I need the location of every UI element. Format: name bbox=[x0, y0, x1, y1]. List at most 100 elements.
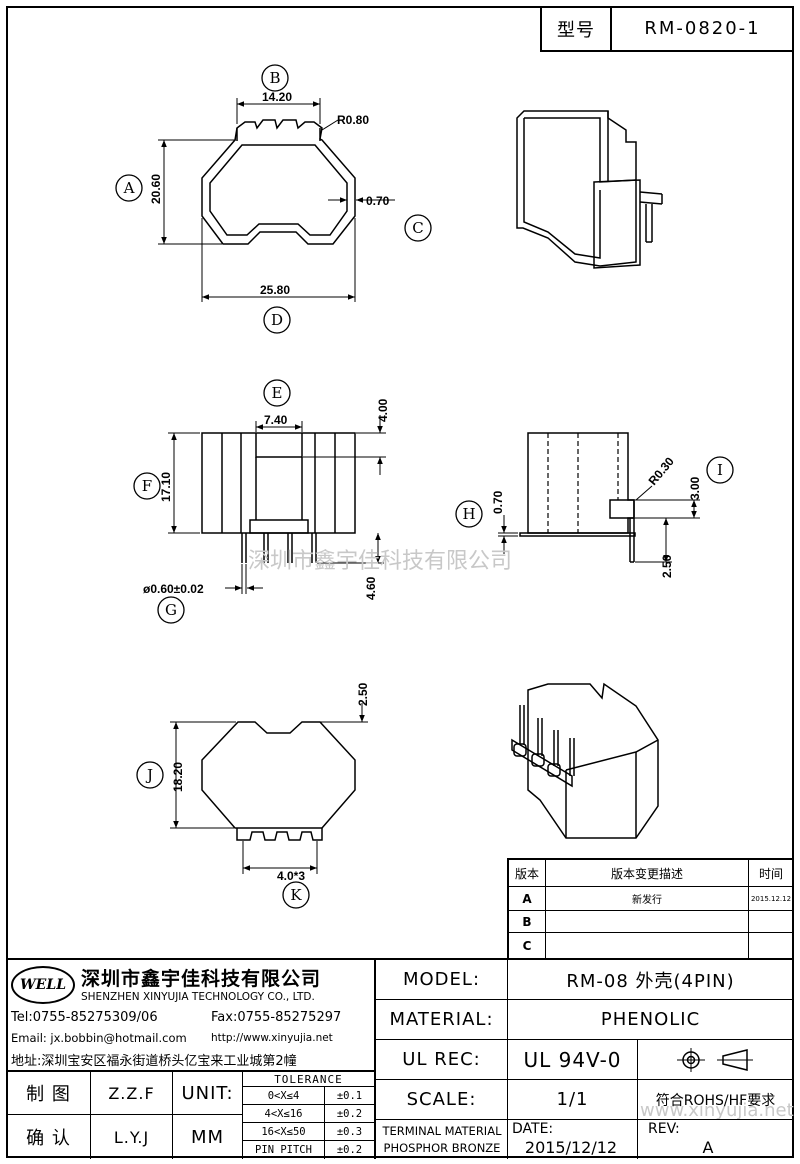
rev-header-desc: 版本变更描述 bbox=[546, 860, 749, 887]
top-view-dims bbox=[158, 98, 395, 302]
watermark-text: 深圳市鑫宇佳科技有限公司 bbox=[248, 549, 512, 574]
top-view bbox=[201, 119, 356, 245]
tolerance-value-3: ±0.3 bbox=[325, 1123, 374, 1141]
material-value: PHENOLIC bbox=[508, 1000, 793, 1040]
bottom-view bbox=[201, 721, 356, 841]
model-label: MODEL: bbox=[376, 960, 508, 1000]
terminal-material-value: PHOSPHOR BRONZE bbox=[383, 1140, 501, 1155]
third-angle-projection-icon bbox=[676, 1047, 753, 1072]
svg-text:2.50: 2.50 bbox=[660, 554, 674, 578]
svg-text:17.10: 17.10 bbox=[159, 472, 173, 502]
svg-text:4.0*3: 4.0*3 bbox=[277, 869, 305, 883]
callout-circles bbox=[115, 64, 734, 909]
svg-text:C: C bbox=[412, 219, 423, 237]
svg-text:J: J bbox=[145, 766, 153, 784]
draw-value: Z.Z.F bbox=[91, 1072, 173, 1115]
company-email[interactable]: Email: jx.bobbin@hotmail.com bbox=[11, 1031, 187, 1045]
svg-text:25.80: 25.80 bbox=[260, 283, 290, 297]
ulrec-value: UL 94V-0 bbox=[508, 1040, 638, 1080]
svg-text:18.20: 18.20 bbox=[171, 762, 185, 792]
svg-text:K: K bbox=[290, 886, 302, 904]
rev-row-c-desc bbox=[546, 933, 749, 958]
tolerance-range-4: PIN PITCH bbox=[243, 1141, 325, 1159]
side-view-dims bbox=[498, 485, 700, 563]
rev-row-b-rev: B bbox=[509, 911, 546, 933]
company-name-en: SHENZHEN XINYUJIA TECHNOLOGY CO., LTD. bbox=[81, 991, 315, 1003]
check-label: 确 认 bbox=[7, 1115, 91, 1159]
side-view-hidden bbox=[547, 433, 619, 533]
header-model-label: 型号 bbox=[542, 7, 612, 50]
tolerance-table: TOLERANCE 0<X≤4 ±0.1 4<X≤16 ±0.2 16<X≤50… bbox=[243, 1072, 376, 1159]
svg-text:2.50: 2.50 bbox=[356, 682, 370, 706]
header-model-number: RM-0820-1 bbox=[644, 18, 761, 39]
svg-text:E: E bbox=[272, 384, 283, 402]
rev-label: REV: bbox=[648, 1121, 680, 1137]
rev-row-a-desc: 新发行 bbox=[546, 887, 749, 911]
approval-block: 制 图 Z.Z.F 确 认 L.Y.J UNIT: MM TOLERANCE 0… bbox=[7, 1072, 376, 1159]
callout-A-top: B bbox=[269, 69, 280, 87]
company-name-cn: 深圳市鑫宇佳科技有限公司 bbox=[81, 967, 322, 990]
company-tel: Tel:0755-85275309/06 bbox=[11, 1009, 158, 1025]
rev-row-b-desc bbox=[546, 911, 749, 933]
company-logo: WELL bbox=[11, 966, 75, 1004]
svg-text:R0.30: R0.30 bbox=[646, 454, 678, 488]
terminal-material-label: TERMINAL MATERIAL bbox=[382, 1123, 502, 1138]
svg-text:H: H bbox=[462, 505, 475, 523]
model-value: RM-08 外壳(4PIN) bbox=[508, 960, 793, 1000]
svg-text:3.00: 3.00 bbox=[688, 476, 702, 500]
svg-text:R0.80: R0.80 bbox=[337, 113, 369, 127]
rev-row-b-date bbox=[749, 911, 793, 933]
tolerance-title: TOLERANCE bbox=[243, 1072, 374, 1087]
svg-text:4.60: 4.60 bbox=[364, 576, 378, 600]
rev-cell: REV: A bbox=[638, 1120, 793, 1159]
revision-table: 版本 版本变更描述 时间 A 新发行 2015.12.12 B C bbox=[507, 858, 793, 958]
tolerance-value-1: ±0.1 bbox=[325, 1087, 374, 1105]
drawing-frame bbox=[6, 6, 794, 1158]
svg-text:F: F bbox=[142, 477, 152, 495]
company-fax: Fax:0755-85275297 bbox=[211, 1009, 342, 1025]
rev-row-c-rev: C bbox=[509, 933, 546, 958]
unit-label: UNIT: bbox=[173, 1072, 243, 1115]
iso-view-top bbox=[516, 110, 663, 269]
front-view-dims bbox=[168, 415, 386, 594]
scale-value: 1/1 bbox=[508, 1080, 638, 1120]
tolerance-range-1: 0<X≤4 bbox=[243, 1087, 325, 1105]
tolerance-range-3: 16<X≤50 bbox=[243, 1123, 325, 1141]
tolerance-range-2: 4<X≤16 bbox=[243, 1105, 325, 1123]
rev-row-a-date: 2015.12.12 bbox=[749, 887, 793, 911]
company-address: 地址:深圳宝安区福永街道桥头亿宝来工业城第2幢 bbox=[11, 1053, 297, 1069]
date-label: DATE: bbox=[512, 1121, 554, 1137]
rev-header-version: 版本 bbox=[509, 860, 546, 887]
svg-text:14.20: 14.20 bbox=[262, 90, 292, 104]
svg-text:7.40: 7.40 bbox=[264, 413, 288, 427]
date-cell: DATE: 2015/12/12 bbox=[508, 1120, 638, 1159]
material-label: MATERIAL: bbox=[376, 1000, 508, 1040]
company-url[interactable]: http://www.xinyujia.net bbox=[211, 1032, 333, 1044]
scale-label: SCALE: bbox=[376, 1080, 508, 1120]
front-view bbox=[201, 432, 356, 563]
callout-letters: B A C D E F G H I J K bbox=[123, 69, 723, 904]
title-block: WELL 深圳市鑫宇佳科技有限公司 SHENZHEN XINYUJIA TECH… bbox=[7, 958, 793, 1159]
terminal-material-cell: TERMINAL MATERIAL PHOSPHOR BRONZE bbox=[376, 1120, 508, 1159]
bottom-view-dims bbox=[170, 703, 368, 874]
rev-value: A bbox=[702, 1137, 714, 1157]
date-value: 2015/12/12 bbox=[524, 1137, 618, 1157]
svg-text:I: I bbox=[717, 461, 723, 479]
svg-text:4.00: 4.00 bbox=[376, 398, 390, 422]
tolerance-value-2: ±0.2 bbox=[325, 1105, 374, 1123]
watermark-url: www.xinyujia.net bbox=[640, 1100, 794, 1121]
svg-text:D: D bbox=[271, 311, 283, 329]
ulrec-label: UL REC: bbox=[376, 1040, 508, 1080]
company-block: WELL 深圳市鑫宇佳科技有限公司 SHENZHEN XINYUJIA TECH… bbox=[7, 960, 376, 1072]
rev-row-c-date bbox=[749, 933, 793, 958]
tolerance-value-4: ±0.2 bbox=[336, 1144, 363, 1156]
check-value: L.Y.J bbox=[91, 1115, 173, 1159]
unit-value: MM bbox=[173, 1115, 243, 1159]
svg-text:0.70: 0.70 bbox=[491, 490, 505, 514]
rohs-note: 符合ROHS/HF要求 bbox=[638, 1080, 793, 1120]
projection-symbol bbox=[638, 1040, 793, 1080]
svg-text:A: A bbox=[123, 179, 135, 197]
rev-row-a-rev: A bbox=[509, 887, 546, 911]
header-model-box: 型号 RM-0820-1 bbox=[540, 7, 793, 52]
